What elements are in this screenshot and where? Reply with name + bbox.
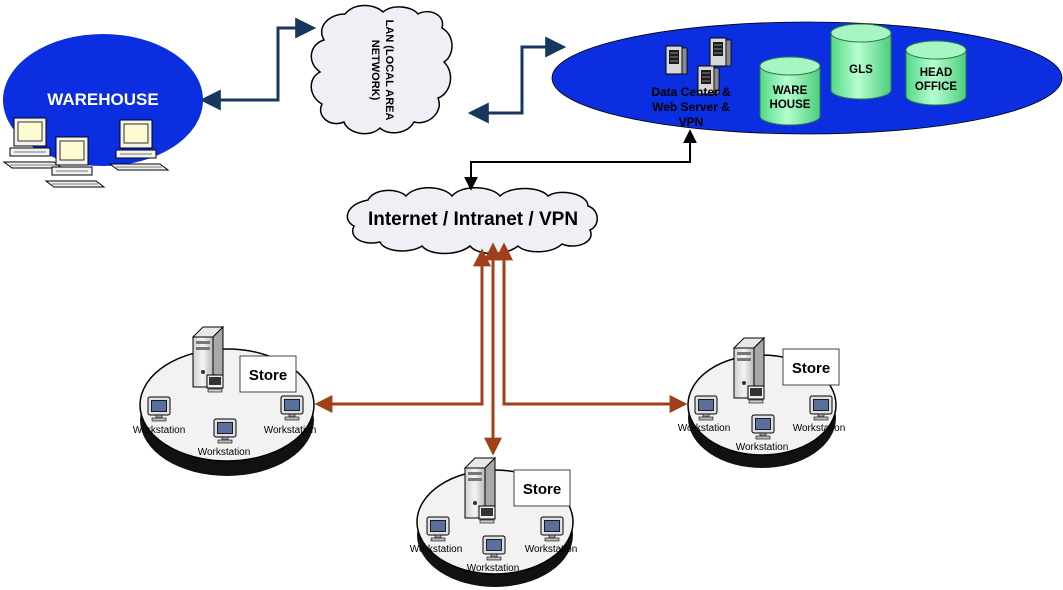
store-label: Store [523,481,561,498]
workstation-label: Workstation [525,544,578,555]
workstation-label: Workstation [736,442,789,453]
db-headoffice-label: OFFICE [915,81,957,93]
datacenter-label: Web Server & [652,100,730,114]
lan-label: NETWORK) [369,40,381,101]
datacenter-label: VPN [679,115,704,129]
store-label: Store [792,360,830,377]
server-icon [733,337,765,404]
database-warehouse: WARE HOUSE [759,56,821,126]
store-node: Store Workstation Workstation Workstatio… [678,337,846,468]
link-internet-datacenter [464,129,697,191]
workstation-label: Workstation [198,447,251,458]
store-label-box [513,469,571,507]
workstation-label: Workstation [133,425,186,436]
db-warehouse-label: HOUSE [770,99,811,111]
link-internet-store-right [495,242,688,413]
store-label-box [782,348,840,386]
database-headoffice: HEAD OFFICE [905,40,967,106]
db-warehouse-label: WARE [773,85,808,97]
link-warehouse-lan [199,17,317,111]
warehouse-node: WAREHOUSE [3,34,203,188]
workstation-label: Workstation [264,425,317,436]
db-gls-label: GLS [849,64,873,76]
datacenter-label: Data Center & [651,85,731,99]
store-label: Store [249,367,287,384]
workstation-label: Workstation [678,423,731,434]
db-headoffice-label: HEAD [920,67,953,79]
datacenter-node: Data Center & Web Server & VPN WARE HOUS… [551,21,1063,135]
workstation-label: Workstation [467,563,520,574]
store-label-box [239,355,297,393]
server-rack-icon [665,45,688,75]
internet-cloud: Internet / Intranet / VPN [346,187,598,255]
link-internet-store-left [314,248,491,413]
store-node: Store Workstation Workstation Workstatio… [133,326,317,476]
server-rack-icon [709,37,732,67]
store-node: Store Workstation Workstation Workstatio… [410,457,578,587]
database-gls: GLS [830,23,892,100]
lan-cloud: LAN (LOCAL AREA NETWORK) [310,4,453,135]
internet-label: Internet / Intranet / VPN [368,209,578,230]
server-icon [192,326,224,393]
workstation-label: Workstation [793,423,846,434]
workstation-label: Workstation [410,544,463,555]
warehouse-label: WAREHOUSE [47,90,158,109]
link-lan-datacenter [467,36,567,124]
server-icon [464,457,496,524]
lan-label: LAN (LOCAL AREA [383,20,395,121]
